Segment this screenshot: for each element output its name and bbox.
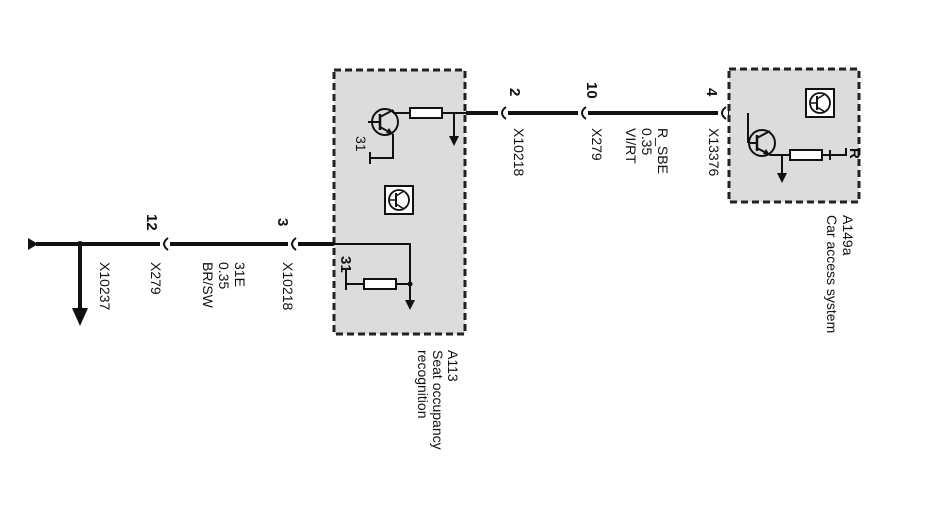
wire-code-r-sbe: R_SBE [655, 128, 671, 174]
a149a-resistor-label: R [846, 148, 863, 159]
a113-id: A113 [445, 350, 461, 382]
connector-x10218-left: X10218 [280, 262, 296, 310]
a113-ground-arrow-bottom [405, 300, 415, 310]
right-wire [466, 106, 748, 120]
a149a-component-symbol [805, 88, 835, 118]
pin-3: 3 [274, 218, 291, 226]
wire-code-31e: 31E [232, 262, 248, 287]
connector-x279-left: X279 [148, 262, 164, 295]
connector-x13376: X13376 [706, 128, 722, 176]
left-wire [28, 237, 334, 326]
wire-size-right: 0.35 [639, 128, 655, 155]
a113-resistor-top [409, 107, 443, 119]
a113-resistor-bottom [363, 278, 397, 290]
a113-component-symbol [384, 185, 414, 215]
pin-2: 2 [506, 88, 523, 96]
wire-size-left: 0.35 [216, 262, 232, 289]
ground-arrow-x10237 [72, 308, 88, 326]
a113-ground-arrow-top [449, 136, 459, 146]
a149a-ground-arrow [777, 173, 787, 183]
a149a-name: Car access system [824, 215, 840, 333]
a113-ground-label-top: 31 [353, 136, 369, 152]
connector-x279-right: X279 [589, 128, 605, 161]
pin-4: 4 [703, 88, 720, 97]
wire-color-right: VI/RT [623, 128, 639, 164]
pin-12: 12 [143, 214, 160, 231]
a149a-transistor [747, 113, 776, 157]
a149a-resistor [789, 149, 823, 161]
pin-10: 10 [583, 82, 600, 99]
connector-x10218-right: X10218 [511, 128, 527, 176]
a113-name-line2: recognition [415, 350, 431, 419]
a149a-id: A149a [840, 215, 856, 256]
wire-color-left: BR/SW [200, 262, 216, 309]
a113-transistor [368, 108, 410, 136]
a113-ground-label-bottom: 31 [337, 256, 354, 273]
connector-x10237: X10237 [97, 262, 113, 310]
a113-name-line1: Seat occupancy [430, 350, 446, 450]
